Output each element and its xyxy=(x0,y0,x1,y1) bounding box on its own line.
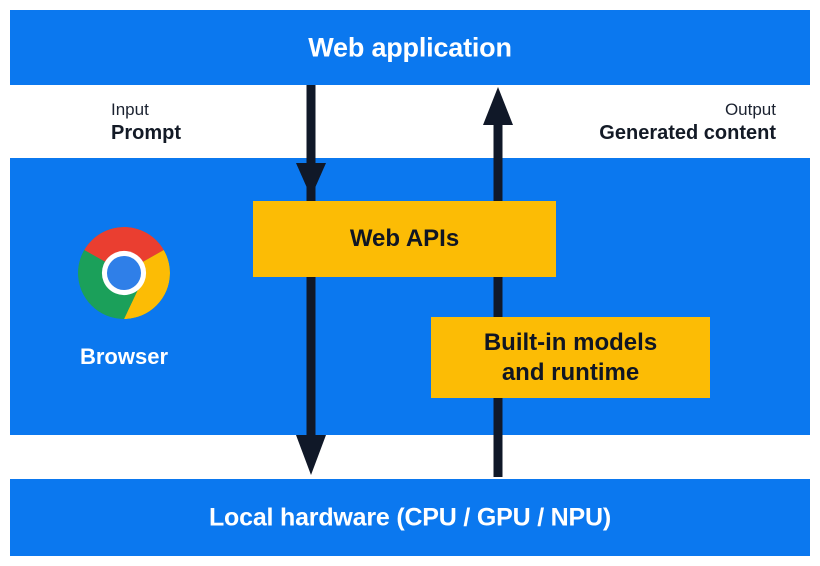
box-built-in-models-line1: Built-in models xyxy=(483,329,658,357)
local-hardware-label: Local hardware (CPU / GPU / NPU) xyxy=(208,503,611,531)
browser-label: Browser xyxy=(79,344,169,369)
output-caption: Output xyxy=(724,100,776,119)
input-label-group: Input Prompt xyxy=(111,99,181,146)
box-web-apis[interactable]: Web APIs xyxy=(253,201,556,277)
box-built-in-models-label: Built-in models and runtime xyxy=(484,328,657,387)
band-local-hardware: Local hardware (CPU / GPU / NPU) xyxy=(10,479,810,556)
input-caption: Input xyxy=(111,100,149,119)
box-web-apis-label: Web APIs xyxy=(349,225,460,253)
chrome-logo-icon xyxy=(78,227,170,319)
arrow-prompt-down-icon xyxy=(296,85,326,475)
box-built-in-models[interactable]: Built-in models and runtime xyxy=(431,317,710,398)
output-value: Generated content xyxy=(599,121,776,144)
input-value: Prompt xyxy=(111,121,181,144)
web-application-label: Web application xyxy=(308,32,512,62)
output-label-group: Output Generated content xyxy=(599,99,776,146)
arrow-generated-up-icon xyxy=(483,87,513,477)
band-web-application: Web application xyxy=(10,10,810,85)
box-built-in-models-line2: and runtime xyxy=(501,358,640,386)
